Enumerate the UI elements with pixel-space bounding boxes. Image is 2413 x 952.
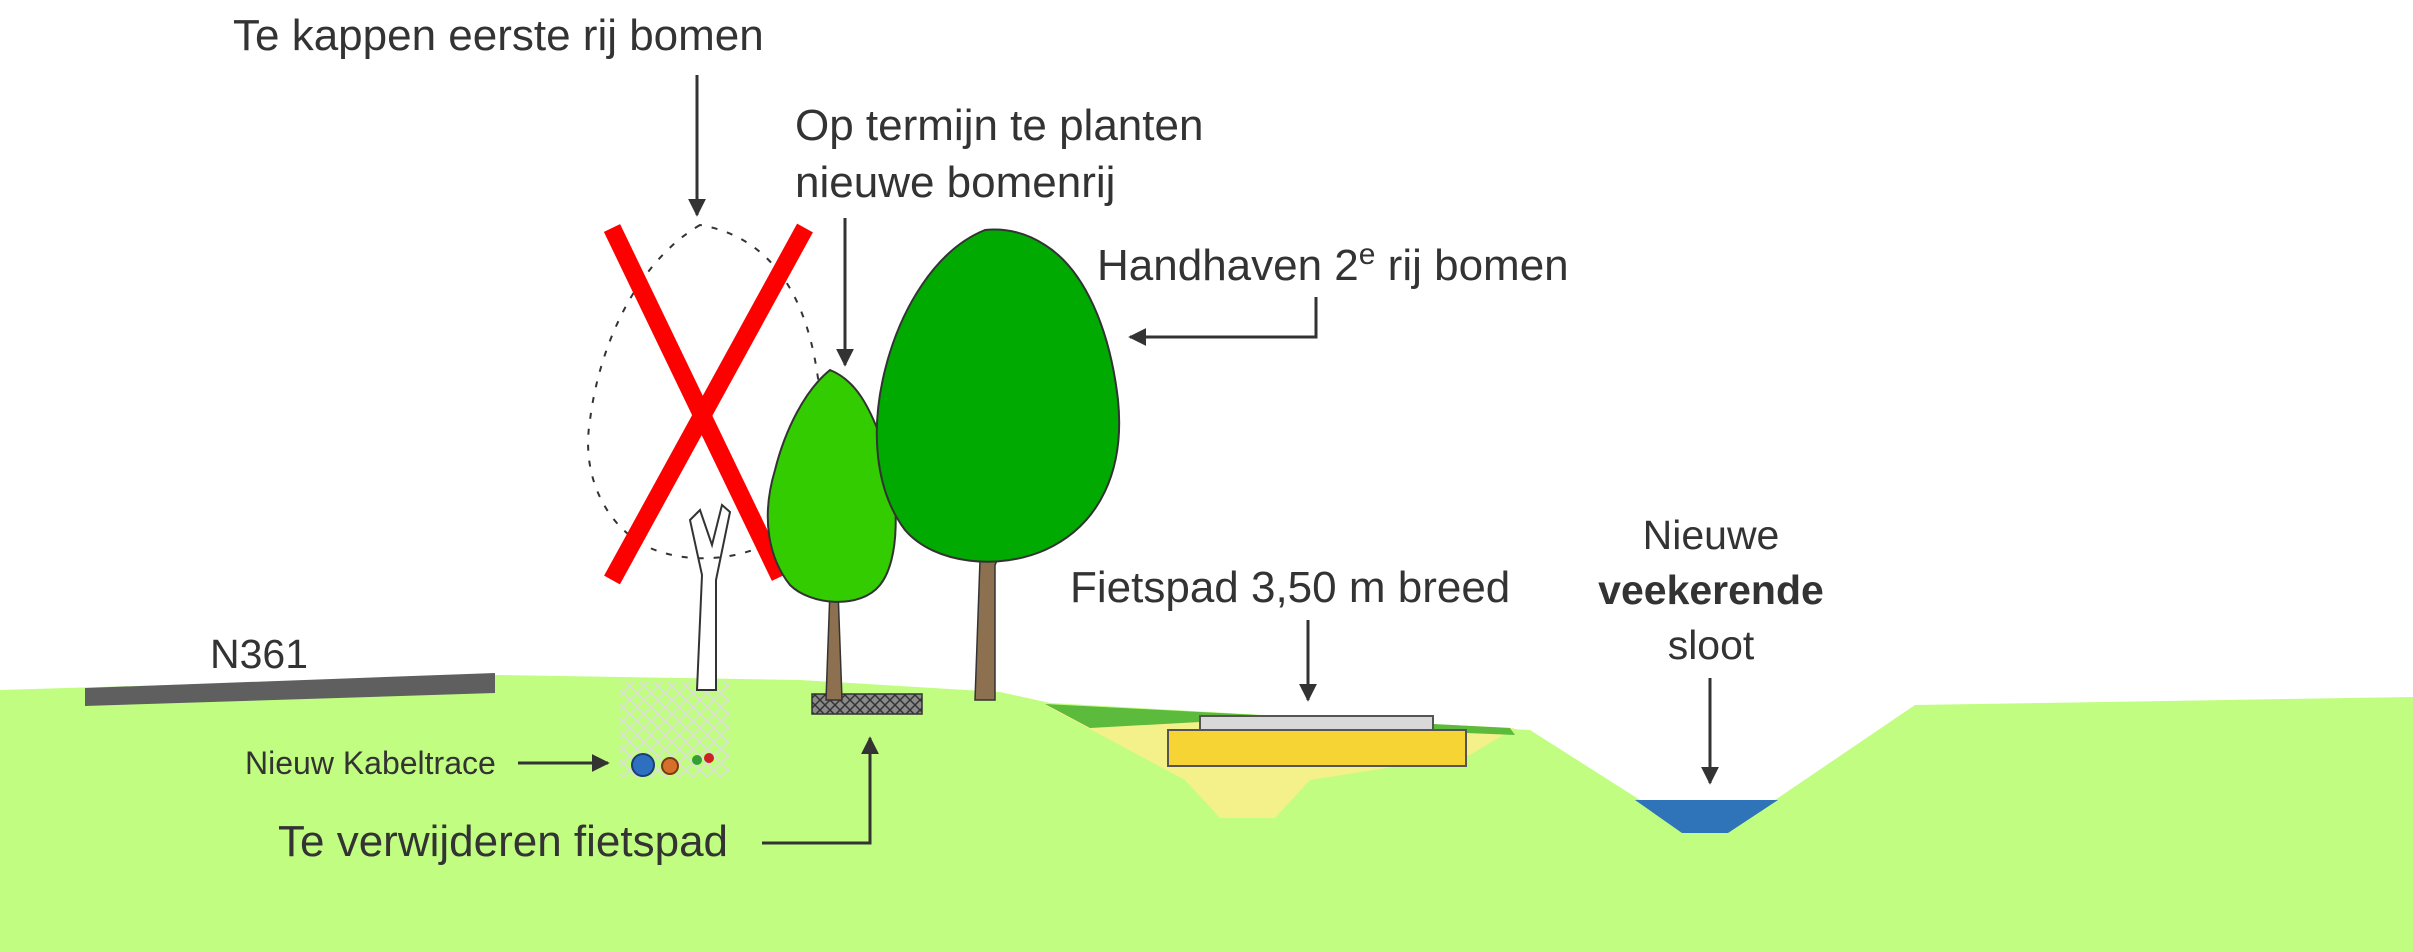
cable-red xyxy=(704,753,714,763)
road-surface xyxy=(85,673,495,706)
label-ditch-line2: veekerende xyxy=(1598,567,1824,613)
label-new-row-line1: Op termijn te planten xyxy=(795,101,1203,150)
arrow-remove-path xyxy=(762,736,879,845)
cable-orange xyxy=(661,757,679,775)
label-bikepath: Fietspad 3,50 m breed xyxy=(1070,563,1510,612)
bikepath-foundation xyxy=(1167,729,1467,767)
kept-tree-crown xyxy=(875,228,1121,563)
ground-profile xyxy=(0,675,2413,952)
label-road: N361 xyxy=(210,631,308,677)
cable-green xyxy=(692,755,702,765)
label-keep-trees: Handhaven 2e rij bomen xyxy=(1097,238,1569,291)
bikepath-surface xyxy=(1199,715,1434,731)
cut-tree-trunk xyxy=(688,503,732,691)
label-new-row-line2: nieuwe bomenrij xyxy=(795,158,1115,207)
label-remove-path: Te verwijderen fietspad xyxy=(278,817,728,866)
cut-cross xyxy=(603,223,813,585)
new-tree-trunk xyxy=(825,589,843,701)
label-keep-trees-sup: e xyxy=(1359,238,1376,271)
label-keep-trees-main: Handhaven 2 xyxy=(1097,241,1359,290)
new-tree-crown xyxy=(766,368,897,603)
arrow-keep-trees xyxy=(1128,297,1318,346)
label-ditch-line1: Nieuwe xyxy=(1643,512,1780,558)
kept-tree xyxy=(875,228,1121,701)
label-cable: Nieuw Kabeltrace xyxy=(245,745,496,781)
label-ditch-line3: sloot xyxy=(1668,622,1755,668)
cut-tree xyxy=(587,223,823,691)
cut-tree-crown xyxy=(587,223,823,560)
label-keep-trees-rest: rij bomen xyxy=(1375,241,1568,290)
ditch-water xyxy=(1635,800,1778,833)
label-cut-trees: Te kappen eerste rij bomen xyxy=(233,11,764,60)
cable-blue xyxy=(631,753,655,777)
